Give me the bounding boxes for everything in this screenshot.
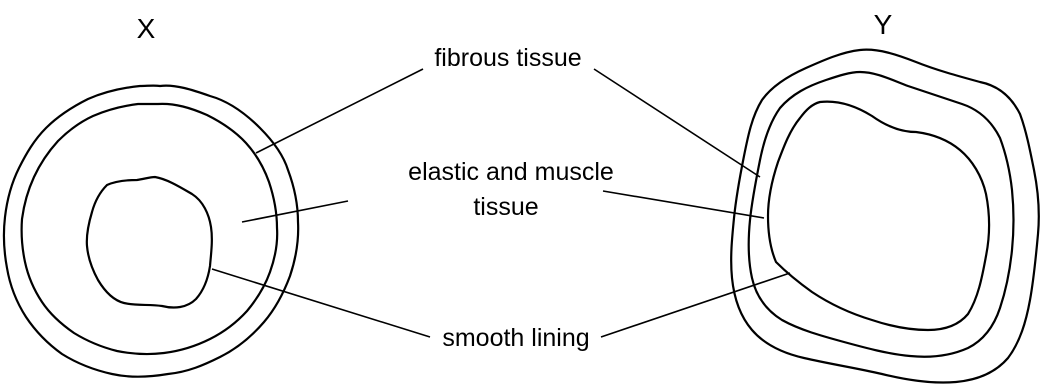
leader-lining-x (211, 268, 431, 338)
label-elastic-muscle-line2: tissue (473, 193, 538, 221)
vessel-x (2, 84, 300, 378)
vessel-y-outer-wall (730, 48, 1040, 384)
leader-fibrous-y (593, 68, 761, 178)
vessel-y-middle-layer (747, 70, 1015, 358)
leader-elastic-y (602, 190, 765, 219)
vessel-y-lumen (766, 100, 991, 332)
vessel-y-label: Y (874, 9, 893, 40)
vessel-x-label: X (137, 13, 156, 44)
leader-lining-y (600, 272, 791, 338)
vessel-x-lumen (85, 175, 213, 309)
leader-fibrous-x (255, 68, 424, 154)
label-elastic-muscle-line1: elastic and muscle (408, 158, 614, 186)
leader-lines (211, 68, 791, 338)
vessel-x-middle-layer (20, 102, 279, 356)
vessel-y (730, 48, 1040, 384)
label-fibrous-tissue: fibrous tissue (434, 44, 581, 72)
leader-elastic-x (241, 200, 349, 223)
vessel-x-outer-wall (2, 84, 300, 378)
label-smooth-lining: smooth lining (442, 324, 589, 352)
